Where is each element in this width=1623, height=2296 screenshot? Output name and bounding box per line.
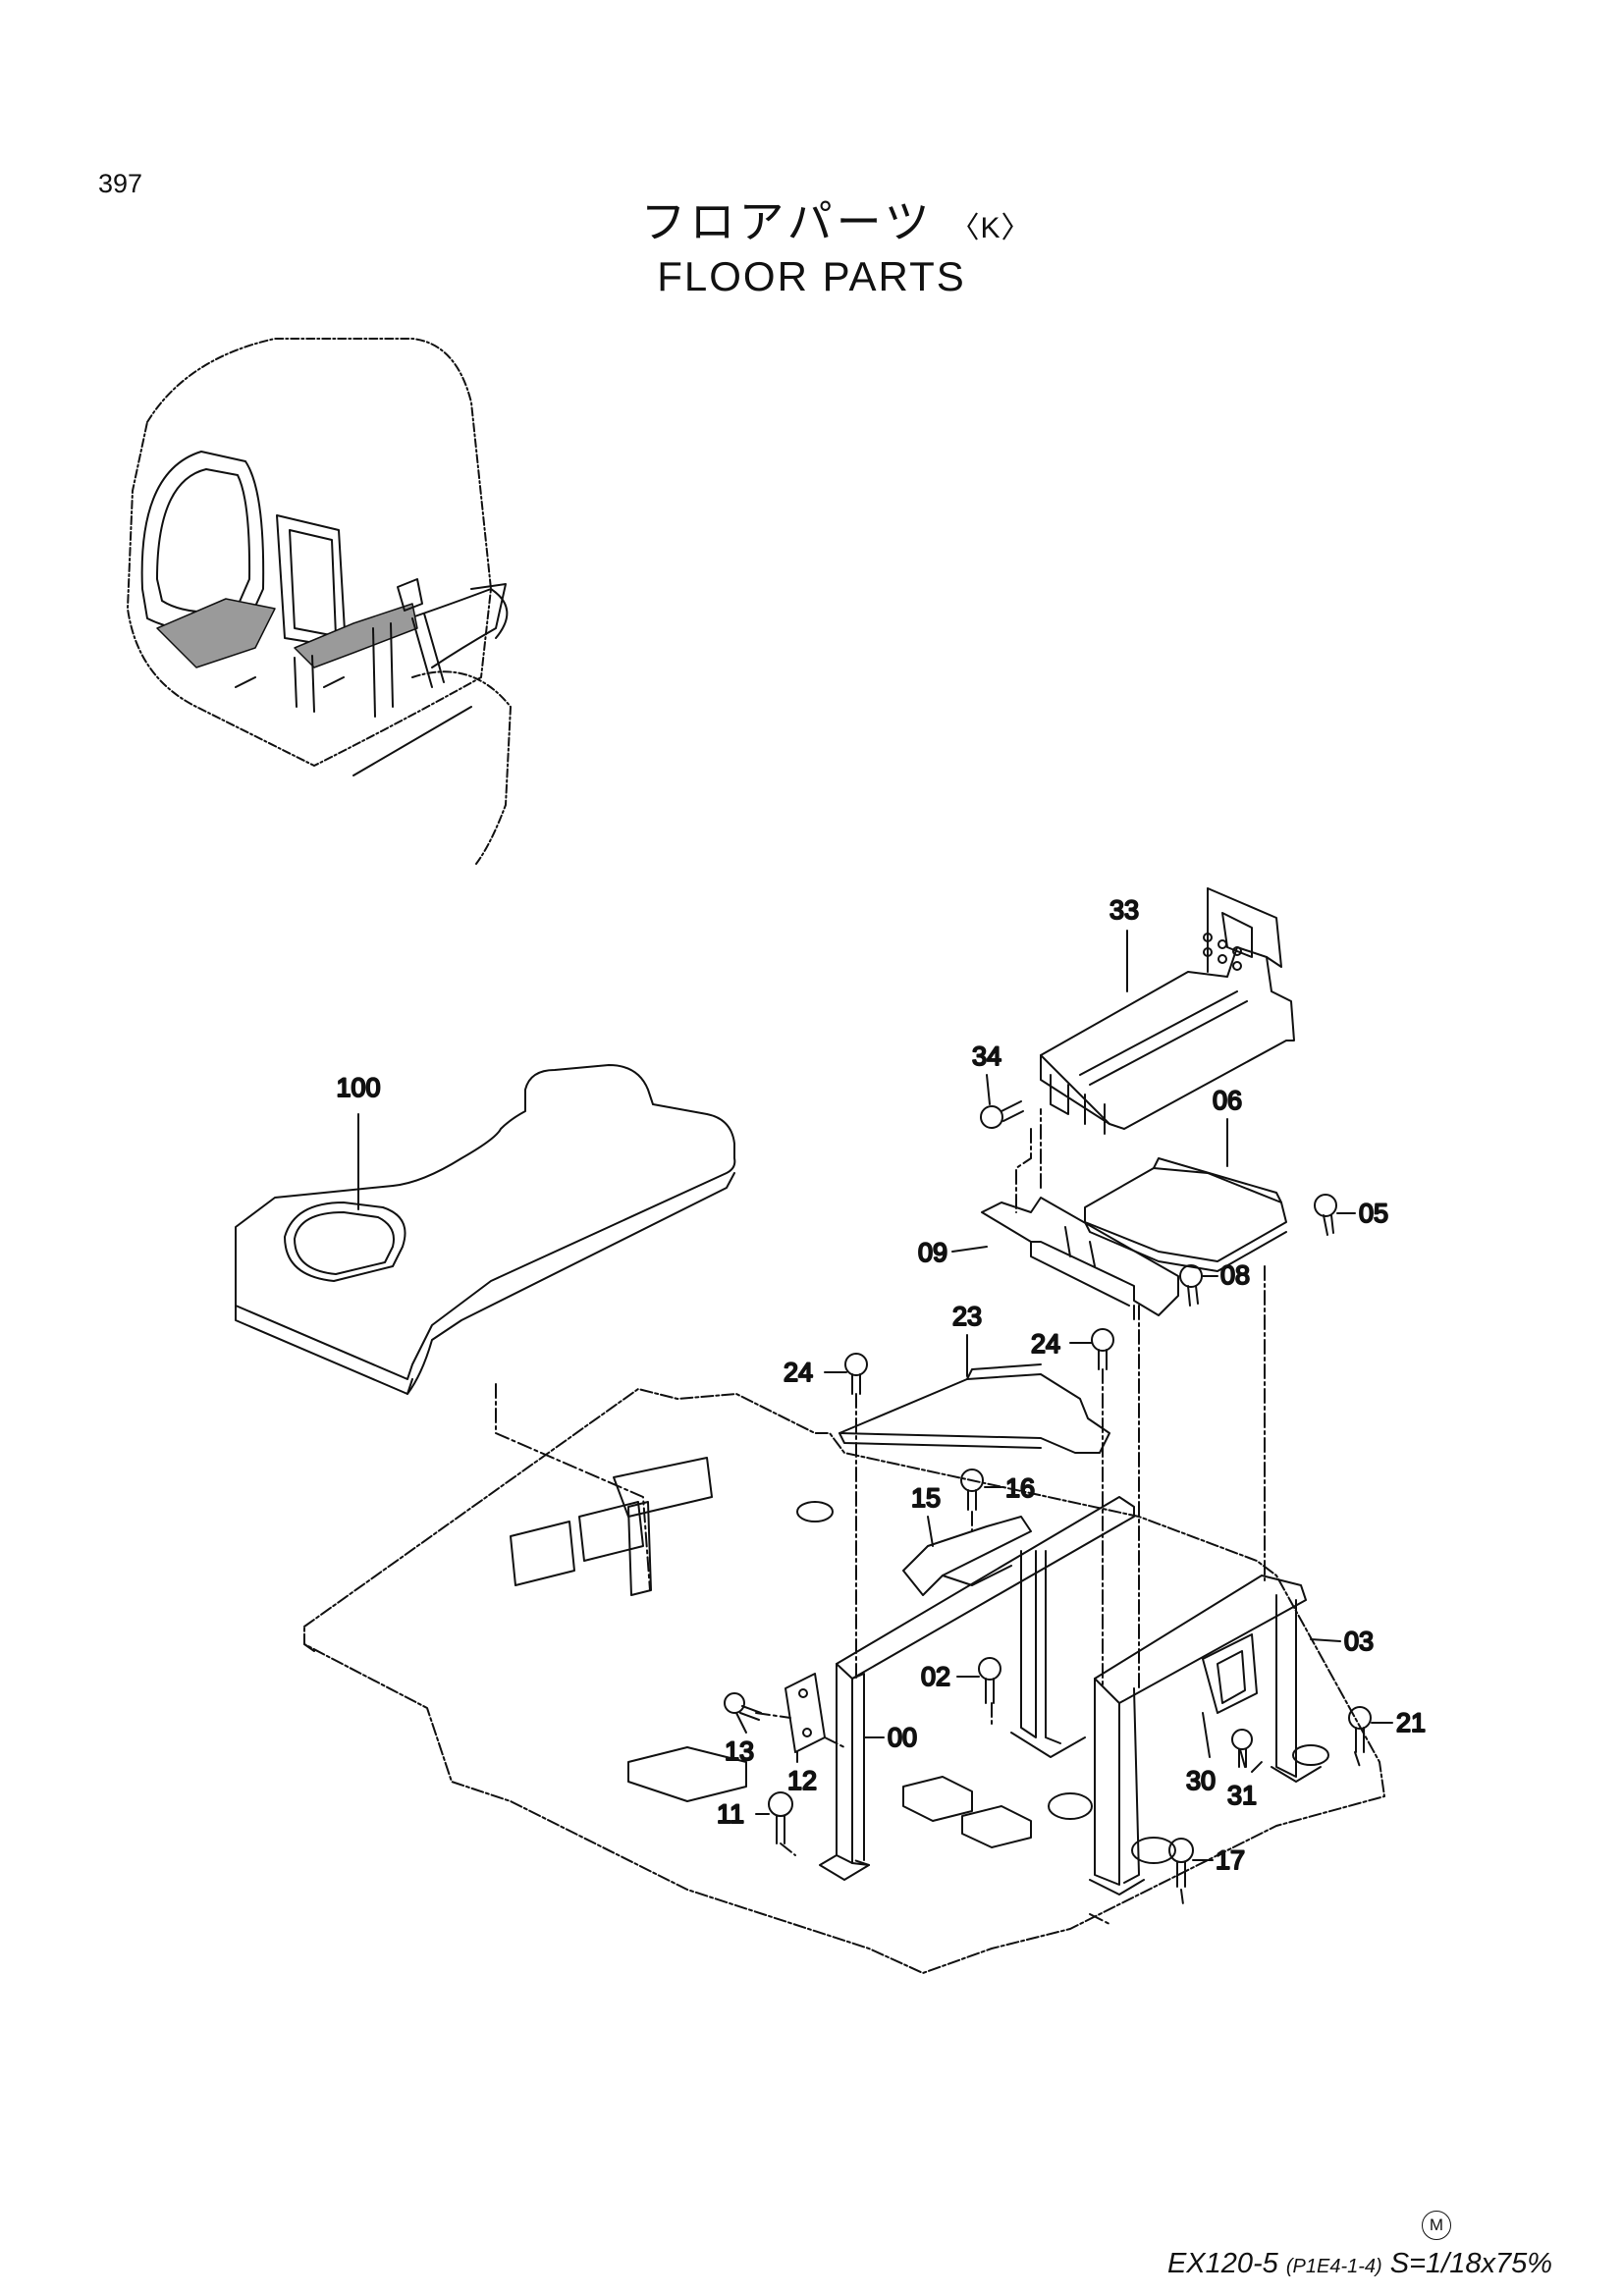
bolts bbox=[724, 1100, 1372, 1888]
bolt-34-icon bbox=[980, 1100, 1024, 1129]
title-japanese-suffix: 〈K〉 bbox=[949, 212, 1032, 244]
callout-09: 09 bbox=[918, 1238, 947, 1267]
plate-12-part bbox=[784, 1673, 826, 1753]
frame-00-part bbox=[819, 1496, 1135, 1881]
bolt-31-icon bbox=[1231, 1729, 1253, 1768]
callout-23: 23 bbox=[952, 1302, 982, 1331]
callout-06: 06 bbox=[1213, 1086, 1242, 1115]
bolt-13-icon bbox=[724, 1692, 762, 1721]
title-block: フロアパーツ 〈K〉 FLOOR PARTS bbox=[0, 187, 1623, 300]
callout-21: 21 bbox=[1396, 1708, 1426, 1737]
callout-34: 34 bbox=[972, 1041, 1001, 1071]
bolt-24b-icon bbox=[1091, 1328, 1114, 1370]
callout-31: 31 bbox=[1227, 1781, 1257, 1810]
callout-02: 02 bbox=[921, 1662, 950, 1691]
callout-leaders bbox=[357, 930, 1393, 1861]
bolt-08-icon bbox=[1179, 1264, 1203, 1307]
triangular-plate-23 bbox=[839, 1363, 1110, 1454]
title-english: FLOOR PARTS bbox=[657, 253, 966, 299]
callout-03: 03 bbox=[1344, 1627, 1374, 1656]
bolt-05-icon bbox=[1314, 1194, 1337, 1236]
cab-inset-illustration bbox=[127, 338, 512, 865]
bolt-11-icon bbox=[768, 1791, 793, 1844]
callout-labels: 33 34 100 06 05 09 08 23 24 24 16 15 03 … bbox=[335, 894, 1427, 1876]
footer-scale: S=1/18x75% bbox=[1389, 2248, 1552, 2279]
title-japanese-text: フロアパーツ bbox=[640, 196, 934, 247]
footer-model: EX120-5 bbox=[1166, 2248, 1278, 2279]
bolt-02-icon bbox=[978, 1657, 1001, 1704]
callout-30: 30 bbox=[1186, 1766, 1216, 1795]
callout-17: 17 bbox=[1216, 1845, 1245, 1875]
circled-m-mark: M bbox=[1422, 2211, 1451, 2240]
bolt-17-icon bbox=[1168, 1838, 1194, 1888]
callout-33: 33 bbox=[1109, 895, 1139, 925]
callout-12: 12 bbox=[787, 1766, 817, 1795]
title-japanese: フロアパーツ 〈K〉 bbox=[0, 187, 1623, 251]
floor-plate bbox=[303, 1388, 1385, 1974]
bolt-16-icon bbox=[960, 1468, 984, 1511]
frame-03-part bbox=[1089, 1575, 1322, 1896]
callout-24b: 24 bbox=[1031, 1329, 1060, 1359]
floor-bracket-15 bbox=[902, 1516, 1032, 1596]
assembly-guide-lines bbox=[755, 1108, 1361, 1925]
callout-24a: 24 bbox=[784, 1358, 813, 1387]
plate-06-part bbox=[1084, 1157, 1287, 1272]
footer-code: (P1E4-1-4) bbox=[1285, 2256, 1382, 2277]
bolt-21-icon bbox=[1348, 1706, 1372, 1753]
callout-11: 11 bbox=[717, 1799, 744, 1829]
callout-100: 100 bbox=[336, 1073, 380, 1102]
bolt-24a-icon bbox=[844, 1353, 868, 1395]
mat-leader-line bbox=[495, 1383, 651, 1591]
page-number: 397 bbox=[98, 169, 143, 198]
upper-bracket-part bbox=[1040, 887, 1295, 1135]
callout-08: 08 bbox=[1220, 1260, 1250, 1290]
callout-05: 05 bbox=[1359, 1199, 1388, 1228]
footer-caption: EX120-5 (P1E4-1-4) S=1/18x75% bbox=[1167, 2248, 1552, 2280]
callout-16: 16 bbox=[1005, 1473, 1035, 1503]
bracket-09-part bbox=[981, 1197, 1179, 1316]
callout-00: 00 bbox=[888, 1723, 917, 1752]
callout-15: 15 bbox=[911, 1483, 941, 1513]
floor-mat-part bbox=[235, 1064, 736, 1395]
callout-13: 13 bbox=[725, 1736, 754, 1766]
